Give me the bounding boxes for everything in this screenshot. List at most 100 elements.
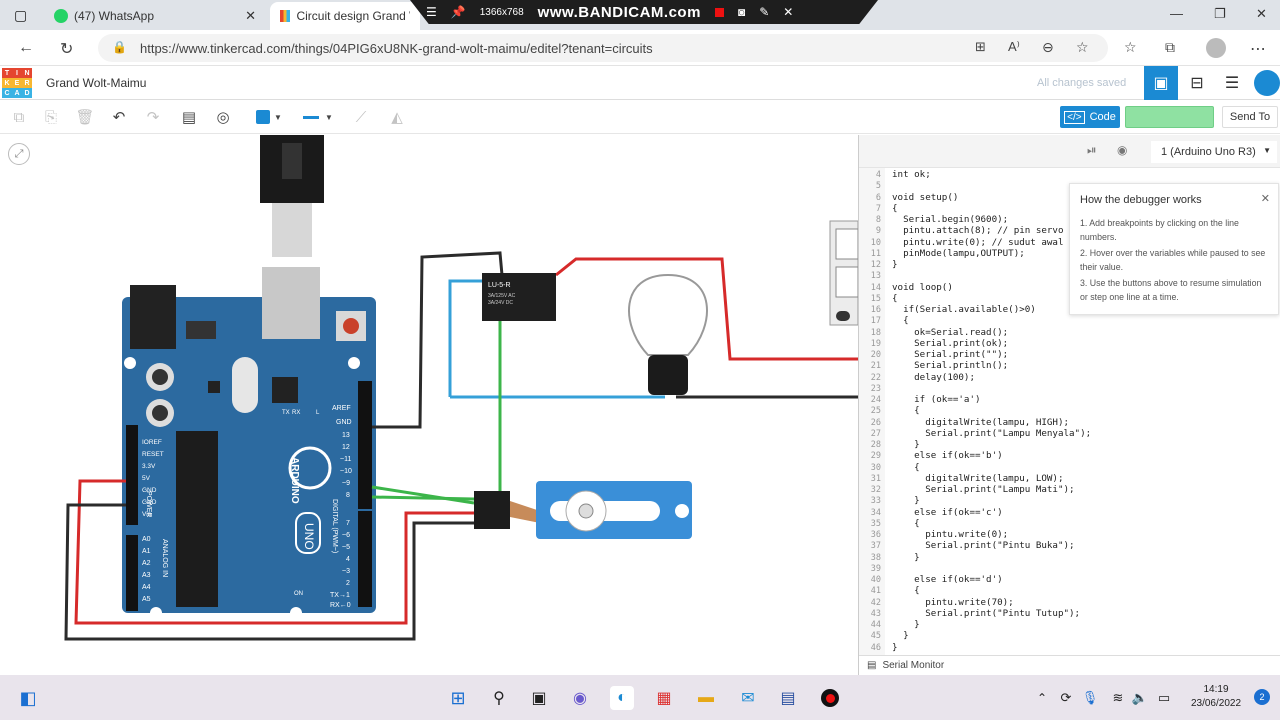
circuit-view-icon[interactable]: ▣ [1144,66,1178,100]
board-select[interactable]: 1 (Arduino Uno R3) ▼ [1151,141,1277,163]
more-icon[interactable]: ⋯ [1250,41,1266,58]
code-line[interactable]: { [892,461,920,473]
line-number[interactable]: 35 [870,518,881,529]
tab-whatsapp[interactable]: (47) WhatsApp ✕ [44,2,266,30]
code-line[interactable]: { [892,202,898,214]
design-name[interactable]: Grand Wolt-Maimu [46,76,147,90]
close-window-icon[interactable]: ✕ [1256,6,1267,21]
line-number[interactable]: 27 [870,428,881,439]
line-number[interactable]: 7 [875,203,881,214]
volume-icon[interactable]: 🔈 [1131,690,1149,705]
rotate-icon[interactable]: ⟋ [355,108,367,126]
code-line[interactable]: Serial.print("Lampu Menyala"); [892,427,1092,439]
user-avatar[interactable] [1250,66,1280,100]
code-line[interactable]: { [892,405,920,417]
store-icon[interactable]: ▤ [780,690,796,707]
line-number[interactable]: 41 [870,586,881,597]
line-number[interactable]: 33 [870,496,881,507]
back-icon[interactable]: ← [18,39,34,56]
line-number[interactable]: 44 [870,620,881,630]
minimize-icon[interactable]: — [1170,6,1183,21]
line-number[interactable]: 26 [870,417,881,428]
line-number[interactable]: 14 [870,282,881,293]
record-icon[interactable] [818,686,842,710]
serial-monitor-bar[interactable]: ▤ Serial Monitor [859,655,1280,675]
refresh-icon[interactable]: ↻ [60,41,74,58]
close-icon[interactable]: ✕ [1260,193,1270,205]
circuit-canvas[interactable]: ⤢ [0,135,858,675]
line-number[interactable]: 22 [870,372,881,383]
code-line[interactable]: else if(ok=='c') [892,506,1003,518]
line-number[interactable]: 8 [875,215,881,225]
code-line[interactable]: { [892,517,920,529]
code-line[interactable]: pintu.write(0); // sudut awal [892,236,1064,248]
lightbulb[interactable] [628,273,708,395]
line-number[interactable]: 40 [870,575,881,585]
schematic-view-icon[interactable]: ⊟ [1190,75,1204,92]
line-number[interactable]: 16 [870,305,881,315]
edge-icon[interactable]: ◐ [610,686,634,710]
apps-icon[interactable]: ⊞ [975,39,986,54]
code-line[interactable]: digitalWrite(lampu, LOW); [892,472,1064,484]
chevron-up-icon[interactable]: ⌃ [1036,691,1048,705]
servo-motor[interactable] [474,481,692,539]
code-line[interactable]: pinMode(lampu,OUTPUT); [892,247,1025,259]
code-line[interactable]: if (ok=='a') [892,394,981,405]
code-button[interactable]: </> Code [1060,106,1120,128]
line-number[interactable]: 18 [870,327,881,338]
notes-icon[interactable]: ▤ [181,109,197,126]
code-line[interactable]: Serial.print("Pintu Buka"); [892,540,1075,552]
line-number[interactable]: 36 [870,530,881,540]
line-number[interactable]: 45 [870,631,881,642]
flip-icon[interactable]: ◭ [391,109,403,126]
fit-view-icon[interactable]: ⤢ [8,143,30,165]
line-number[interactable]: 10 [870,237,881,248]
send-to-button[interactable]: Send To [1222,106,1278,128]
line-number[interactable]: 12 [870,260,881,270]
code-line[interactable]: Serial.print("Lampu Mati"); [892,484,1075,495]
code-line[interactable]: ok=Serial.read(); [892,326,1009,338]
code-line[interactable]: } [892,641,898,653]
line-number[interactable]: 4 [875,170,881,180]
gift-icon[interactable]: ▦ [656,690,672,707]
tab-actions-icon[interactable]: ▢ [14,7,28,23]
code-line[interactable]: delay(100); [892,371,975,383]
mail-icon[interactable]: ✉ [741,690,755,707]
search-icon[interactable]: ⚲ [493,690,505,707]
step-icon[interactable]: ⏯ [1087,143,1097,157]
arduino-uno-board[interactable] [122,267,376,619]
line-number[interactable]: 23 [870,383,881,394]
line-number[interactable]: 20 [870,350,881,360]
code-line[interactable]: Serial.println(); [892,360,1009,372]
line-number[interactable]: 15 [870,293,881,304]
read-aloud-icon[interactable]: A⁾ [1008,39,1020,54]
line-number[interactable]: 28 [870,440,881,450]
code-line[interactable]: void setup() [892,191,959,203]
line-number[interactable]: 37 [870,541,881,552]
code-line[interactable]: int ok; [892,169,931,180]
line-number[interactable]: 6 [875,192,881,203]
code-line[interactable]: { [892,315,909,327]
chat-icon[interactable]: ◉ [573,690,587,707]
line-number[interactable]: 31 [870,473,881,484]
delete-icon[interactable]: 🗑 [75,109,95,126]
visibility-icon[interactable]: ◎ [216,109,230,126]
microphone-icon[interactable]: 🎙 [1081,690,1099,705]
url-field[interactable]: 🔒 https://www.tinkercad.com/things/04PIG… [98,34,1108,62]
code-line[interactable]: { [892,292,898,304]
code-line[interactable]: Serial.print("Pintu Tutup"); [892,607,1081,619]
favorites-icon[interactable]: ☆ [1124,39,1137,55]
pencil-icon[interactable]: ✎ [759,5,770,19]
close-icon[interactable]: ✕ [783,5,794,19]
line-number[interactable]: 30 [870,462,881,473]
restore-icon[interactable]: ❐ [1214,6,1226,21]
line-number[interactable]: 38 [870,552,881,563]
component-list-icon[interactable]: ☰ [1224,75,1240,92]
widgets-icon[interactable]: ◧ [19,687,37,708]
line-number[interactable]: 24 [870,395,881,405]
line-number[interactable]: 17 [870,316,881,327]
line-number[interactable]: 39 [870,563,881,574]
close-icon[interactable]: ✕ [245,8,256,23]
